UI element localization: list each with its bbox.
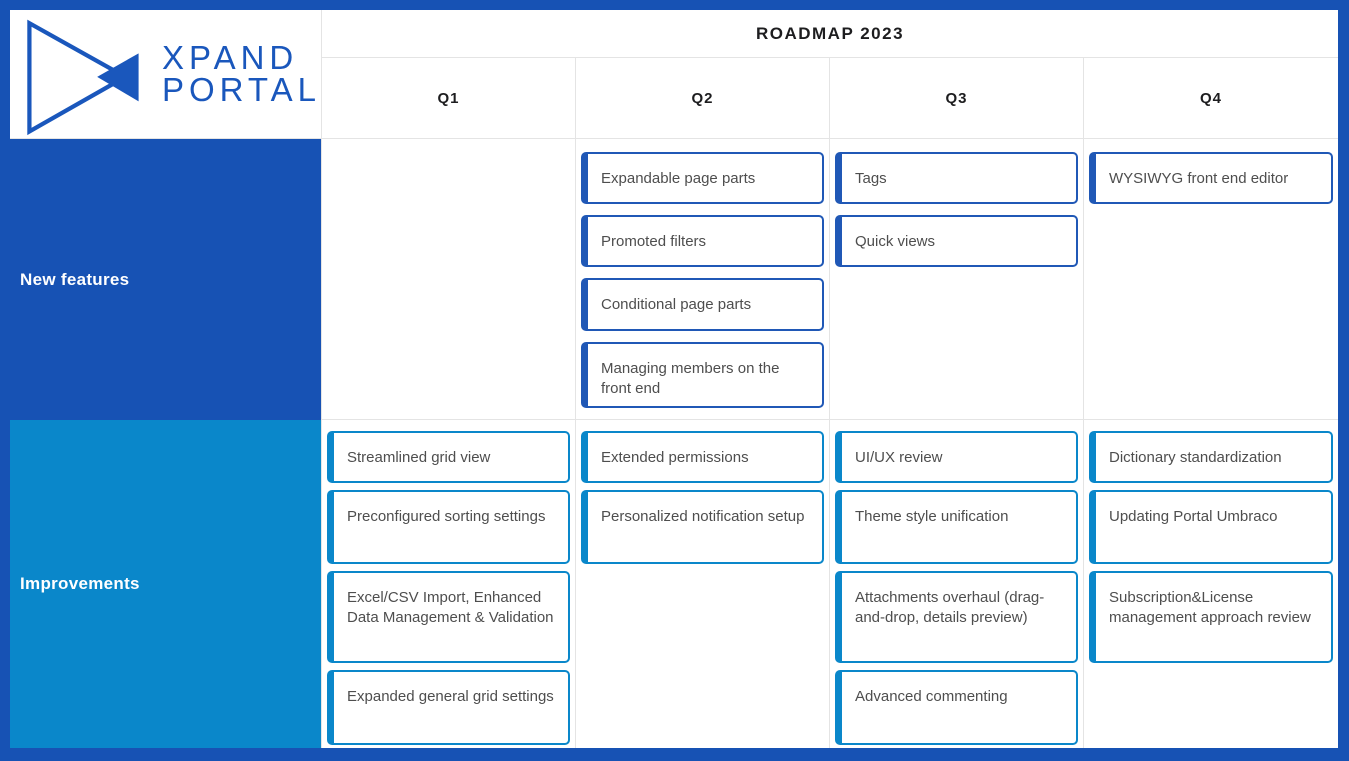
row-label-new-features: New features bbox=[10, 139, 322, 420]
roadmap-card: Personalized notification setup bbox=[581, 490, 824, 564]
cell-new-features-q4: WYSIWYG front end editor bbox=[1084, 139, 1338, 420]
quarter-header-q3: Q3 bbox=[830, 58, 1084, 139]
roadmap-card: Advanced commenting bbox=[835, 670, 1078, 745]
roadmap-table: XPAND PORTAL ROADMAP 2023 Q1 Q2 Q3 Q4 Ne… bbox=[10, 10, 1338, 748]
cell-improvements-q2: Extended permissions Personalized notifi… bbox=[576, 420, 830, 748]
roadmap-card: Expandable page parts bbox=[581, 152, 824, 204]
quarter-header-q2: Q2 bbox=[576, 58, 830, 139]
brand-name: XPAND PORTAL bbox=[162, 39, 321, 108]
brand-logo: XPAND PORTAL bbox=[10, 10, 322, 139]
roadmap-card: Quick views bbox=[835, 215, 1078, 267]
cell-new-features-q3: Tags Quick views bbox=[830, 139, 1084, 420]
roadmap-card: Excel/CSV Import, Enhanced Data Manageme… bbox=[327, 571, 570, 663]
roadmap-card: Dictionary standardization bbox=[1089, 431, 1333, 483]
roadmap-card: UI/UX review bbox=[835, 431, 1078, 483]
brand-name-line1: XPAND bbox=[162, 39, 299, 76]
row-label-improvements: Improvements bbox=[10, 420, 322, 748]
roadmap-card: Updating Portal Umbraco bbox=[1089, 490, 1333, 564]
cell-improvements-q1: Streamlined grid view Preconfigured sort… bbox=[322, 420, 576, 748]
quarter-header-q1: Q1 bbox=[322, 58, 576, 139]
roadmap-card: WYSIWYG front end editor bbox=[1089, 152, 1333, 204]
roadmap-card: Promoted filters bbox=[581, 215, 824, 267]
roadmap-card: Subscription&License management approach… bbox=[1089, 571, 1333, 663]
cell-new-features-q2: Expandable page parts Promoted filters C… bbox=[576, 139, 830, 420]
quarter-header-q4: Q4 bbox=[1084, 58, 1338, 139]
roadmap-card: Tags bbox=[835, 152, 1078, 204]
roadmap-card: Conditional page parts bbox=[581, 278, 824, 331]
cell-improvements-q3: UI/UX review Theme style unification Att… bbox=[830, 420, 1084, 748]
xpand-logo-icon bbox=[27, 19, 139, 135]
brand-name-line2: PORTAL bbox=[162, 71, 321, 108]
roadmap-card: Expanded general grid settings bbox=[327, 670, 570, 745]
roadmap-card: Managing members on the front end bbox=[581, 342, 824, 408]
roadmap-card: Streamlined grid view bbox=[327, 431, 570, 483]
roadmap-card: Extended permissions bbox=[581, 431, 824, 483]
roadmap-title: ROADMAP 2023 bbox=[322, 10, 1338, 58]
roadmap-card: Preconfigured sorting settings bbox=[327, 490, 570, 564]
cell-new-features-q1 bbox=[322, 139, 576, 420]
cell-improvements-q4: Dictionary standardization Updating Port… bbox=[1084, 420, 1338, 748]
roadmap-card: Theme style unification bbox=[835, 490, 1078, 564]
roadmap-card: Attachments overhaul (drag-and-drop, det… bbox=[835, 571, 1078, 663]
